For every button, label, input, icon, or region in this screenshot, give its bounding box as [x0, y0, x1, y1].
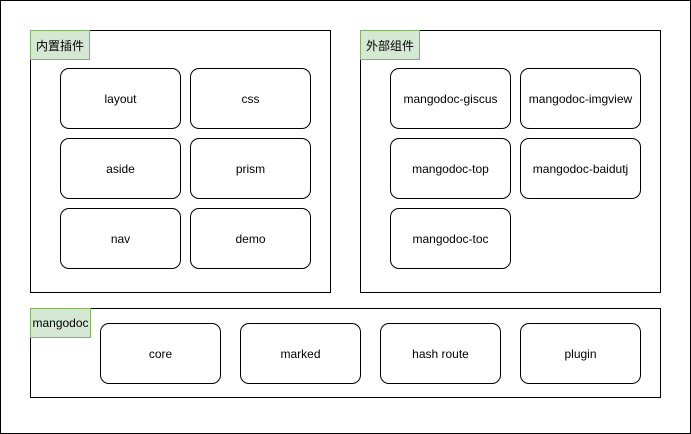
node-layout: layout [60, 68, 181, 129]
node-mangodoc-imgview: mangodoc-imgview [520, 68, 641, 129]
node-mangodoc-top: mangodoc-top [390, 138, 511, 199]
node-nav: nav [60, 208, 181, 269]
node-core: core [100, 323, 221, 384]
node-mangodoc-baidutj: mangodoc-baidutj [520, 138, 641, 199]
node-demo: demo [190, 208, 311, 269]
node-aside: aside [60, 138, 181, 199]
node-mangodoc-toc: mangodoc-toc [390, 208, 511, 269]
node-plugin: plugin [520, 323, 641, 384]
node-marked: marked [240, 323, 361, 384]
node-hash-route: hash route [380, 323, 501, 384]
mangodoc-label: mangodoc [30, 308, 91, 338]
external-components-label: 外部组件 [360, 30, 420, 60]
node-prism: prism [190, 138, 311, 199]
builtin-plugins-label: 内置插件 [30, 30, 90, 60]
node-css: css [190, 68, 311, 129]
node-mangodoc-giscus: mangodoc-giscus [390, 68, 511, 129]
